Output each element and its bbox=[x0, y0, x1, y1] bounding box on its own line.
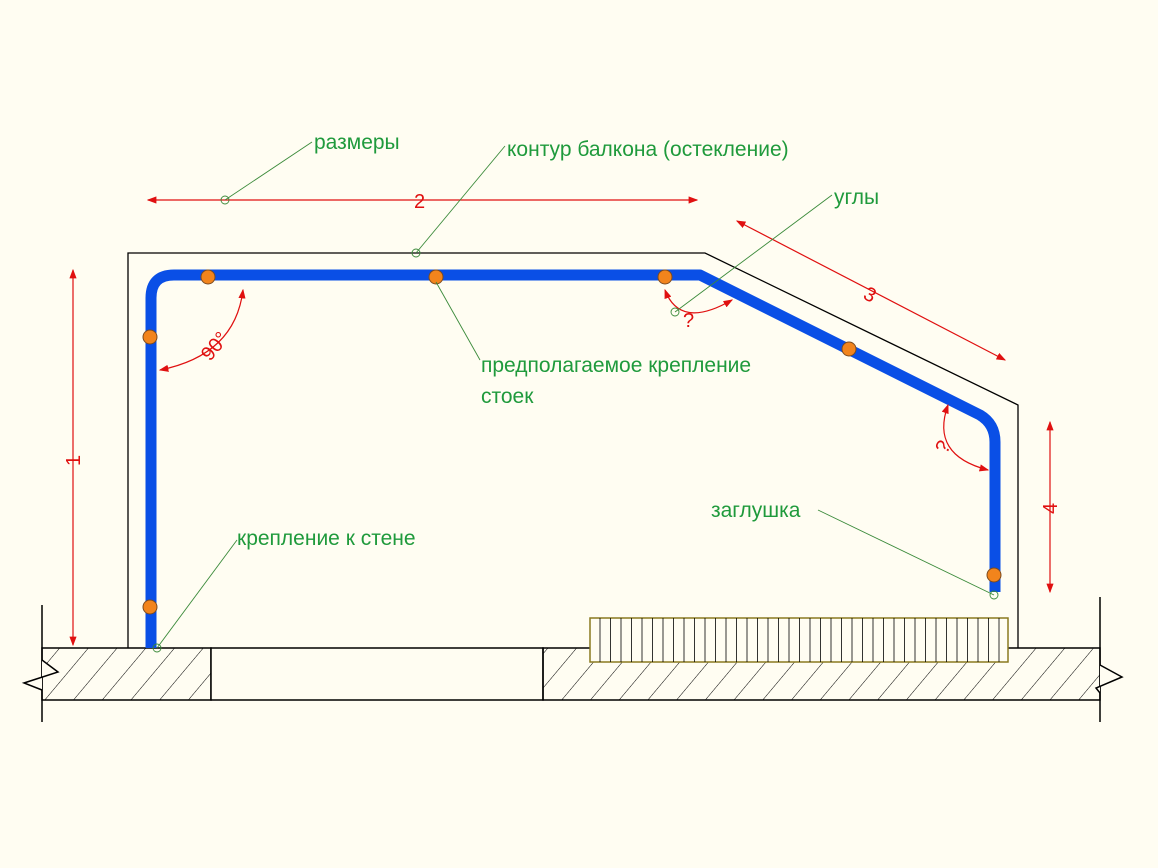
label-dimensions: размеры bbox=[314, 131, 400, 154]
mount-point bbox=[142, 329, 158, 345]
dimension-label-4: 4 bbox=[1040, 503, 1062, 514]
angle-label-corner: ? bbox=[683, 310, 694, 332]
dimensions bbox=[69, 196, 1054, 647]
label-wall-mount: крепление к стене bbox=[237, 527, 416, 550]
label-post-mount-1: предполагаемое крепление bbox=[481, 354, 751, 377]
mount-point bbox=[142, 599, 158, 615]
dimension-line-3 bbox=[735, 220, 1007, 361]
leaders bbox=[152, 141, 999, 653]
mount-points bbox=[142, 269, 1002, 615]
angle-arc-90 bbox=[158, 288, 246, 372]
angle-arc-corner-2 bbox=[941, 403, 990, 472]
radiator bbox=[589, 617, 1009, 663]
mount-point bbox=[200, 269, 216, 285]
angle-label-corner-2: ? bbox=[931, 437, 956, 458]
balcony-contour bbox=[127, 252, 1019, 648]
mount-point bbox=[428, 269, 444, 285]
angle-arc-corner bbox=[664, 288, 734, 314]
angle-label-90: 90° bbox=[197, 328, 233, 365]
mount-point bbox=[657, 269, 673, 285]
mount-point bbox=[986, 567, 1002, 583]
label-angles: углы bbox=[834, 186, 879, 209]
break-line-left bbox=[21, 659, 60, 691]
label-post-mount-2: стоек bbox=[481, 385, 534, 408]
dimension-label-1: 1 bbox=[63, 455, 85, 466]
break-line-right bbox=[1094, 664, 1124, 694]
label-contour: контур балкона (остекление) bbox=[507, 138, 789, 161]
mount-point bbox=[841, 341, 857, 357]
label-end-cap: заглушка bbox=[711, 499, 801, 522]
railing-pipe bbox=[145, 269, 1001, 648]
dimension-label-2: 2 bbox=[414, 191, 425, 213]
